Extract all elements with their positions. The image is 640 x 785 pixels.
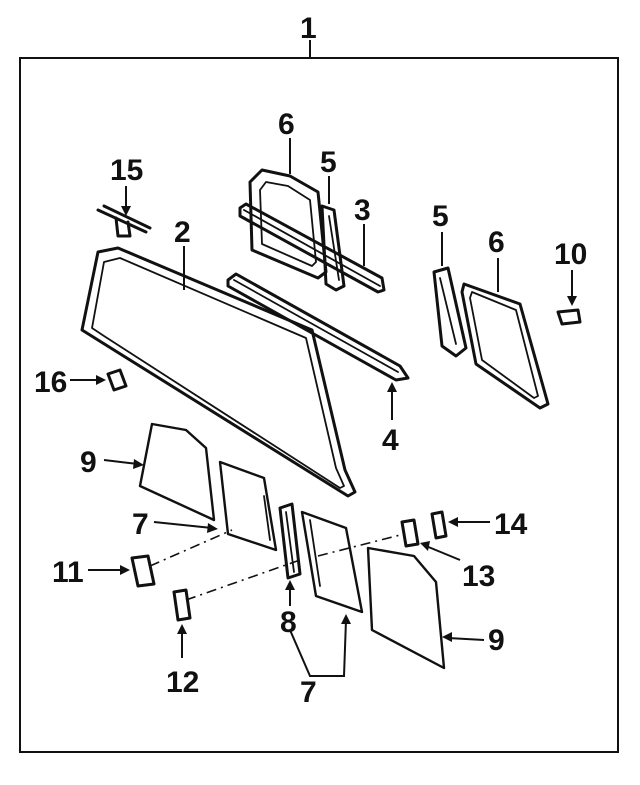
part-3-rail[interactable] xyxy=(238,202,386,294)
callout-labels: 1 2 3 4 5 5 6 6 7 7 8 9 9 10 11 12 13 14… xyxy=(34,12,587,709)
callout-13: 13 xyxy=(462,560,495,593)
callout-4: 4 xyxy=(382,424,399,457)
part-4-lower-rail[interactable] xyxy=(226,272,410,420)
part-10-clip[interactable] xyxy=(556,270,582,326)
callout-3: 3 xyxy=(354,194,371,227)
callout-11: 11 xyxy=(52,556,84,589)
callout-1: 1 xyxy=(300,12,317,45)
callout-10: 10 xyxy=(554,238,587,271)
part-6-upper-glass[interactable] xyxy=(248,138,328,280)
callout-5-right: 5 xyxy=(432,200,449,233)
part-2-window-seal[interactable] xyxy=(80,246,357,498)
callout-7-lower: 7 xyxy=(300,676,317,709)
callout-15: 15 xyxy=(110,154,143,187)
callout-16: 16 xyxy=(34,366,67,399)
part-9-left-glass[interactable] xyxy=(103,422,216,522)
callout-8: 8 xyxy=(280,606,297,639)
part-8-center-strip[interactable] xyxy=(278,502,302,606)
callout-9-left: 9 xyxy=(80,446,97,479)
part-6-right-glass[interactable] xyxy=(460,258,550,410)
assembly-frame xyxy=(19,40,619,753)
callout-5-upper: 5 xyxy=(320,146,337,179)
part-11-bracket[interactable] xyxy=(88,554,156,588)
callout-2: 2 xyxy=(174,216,191,249)
part-15-clip[interactable] xyxy=(96,186,152,238)
callout-7-left: 7 xyxy=(132,508,149,541)
part-14-latch[interactable] xyxy=(430,510,490,540)
callout-6-right: 6 xyxy=(488,226,505,259)
assembly-lines xyxy=(149,529,405,601)
part-13-latch[interactable] xyxy=(400,518,461,561)
callout-9-right: 9 xyxy=(488,624,505,657)
part-16-clip[interactable] xyxy=(70,368,128,392)
part-12-bracket[interactable] xyxy=(172,588,192,658)
callout-14: 14 xyxy=(494,508,528,541)
part-9-right-glass[interactable] xyxy=(366,546,485,670)
callout-12: 12 xyxy=(166,666,199,699)
callout-6-upper: 6 xyxy=(278,108,295,141)
part-7-left-slider[interactable] xyxy=(153,460,278,552)
part-5-right-strip[interactable] xyxy=(432,232,468,358)
part-7-right-slider[interactable] xyxy=(289,510,364,677)
